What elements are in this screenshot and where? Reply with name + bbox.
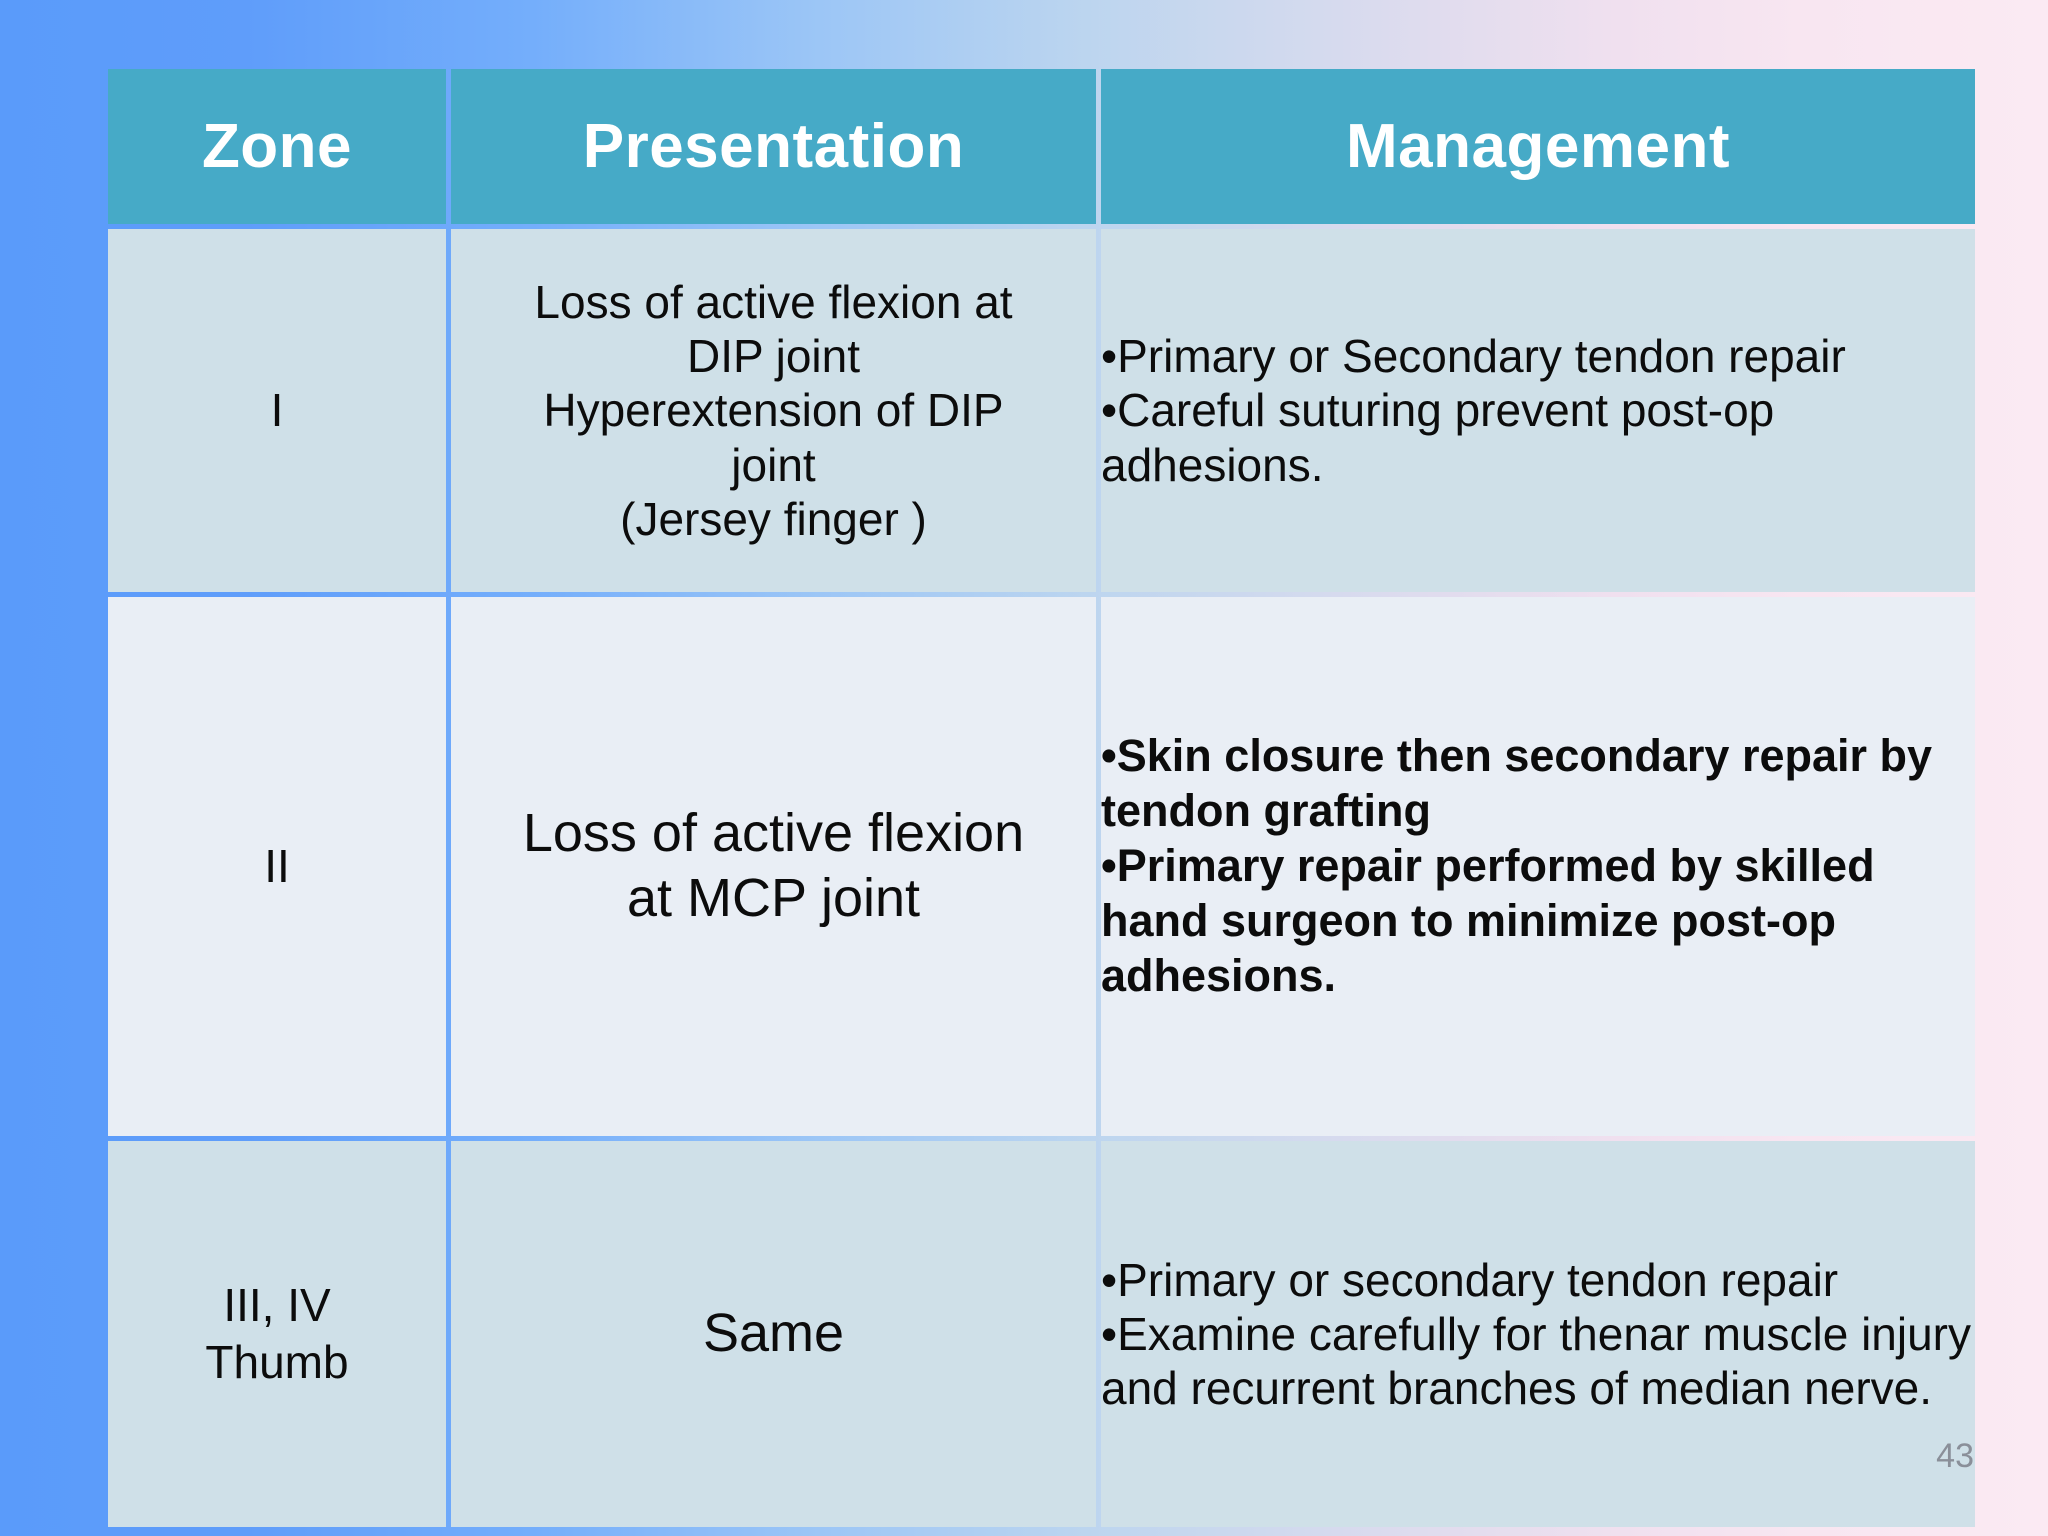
table-header-row: Zone Presentation Management <box>108 69 1975 224</box>
management-bullet: •Careful suturing prevent post-op adhesi… <box>1101 384 1775 491</box>
cell-presentation: Same <box>451 1141 1096 1527</box>
presentation-line: Same <box>702 1303 845 1364</box>
cell-presentation: Loss of active flexion at MCP joint <box>451 596 1096 1137</box>
presentation-line: DIP joint <box>686 330 861 383</box>
zone-management-table: Zone Presentation Management I Loss of a… <box>103 64 1980 1532</box>
table-header: Zone Presentation Management <box>108 69 1975 224</box>
presentation-line: joint <box>731 438 816 491</box>
table-row: III, IV Thumb Same •Primary or secondary… <box>108 1141 1975 1527</box>
management-bullet: •Primary or secondary tendon repair <box>1101 1253 1839 1306</box>
table-body: I Loss of active flexion at DIP joint Hy… <box>108 229 1975 1527</box>
zone-line: III, IV <box>223 1278 331 1331</box>
cell-zone: I <box>108 229 446 592</box>
table-row: I Loss of active flexion at DIP joint Hy… <box>108 229 1975 592</box>
cell-zone: II <box>108 596 446 1137</box>
presentation-line: (Jersey finger ) <box>620 492 927 545</box>
table-row: II Loss of active flexion at MCP joint •… <box>108 596 1975 1137</box>
cell-management: •Skin closure then secondary repair by t… <box>1101 596 1975 1137</box>
management-bullet: •Primary repair performed by skilled han… <box>1101 840 1875 1001</box>
zone-table-container: Zone Presentation Management I Loss of a… <box>103 64 1975 1532</box>
column-header-management: Management <box>1101 69 1975 224</box>
presentation-line: Loss of active flexion at <box>534 275 1013 328</box>
column-header-presentation: Presentation <box>451 69 1096 224</box>
cell-zone: III, IV Thumb <box>108 1141 446 1527</box>
management-bullet: •Primary or Secondary tendon repair <box>1101 330 1846 383</box>
zone-line: Thumb <box>205 1336 349 1389</box>
cell-presentation: Loss of active flexion at DIP joint Hype… <box>451 229 1096 592</box>
presentation-line: Loss of active flexion <box>522 802 1025 863</box>
management-bullet: •Skin closure then secondary repair by t… <box>1101 730 1933 837</box>
presentation-line: Hyperextension of DIP <box>543 384 1004 437</box>
cell-management: •Primary or Secondary tendon repair •Car… <box>1101 229 1975 592</box>
management-bullet: •Examine carefully for thenar muscle inj… <box>1101 1307 1972 1415</box>
presentation-line: at MCP joint <box>626 868 921 929</box>
column-header-zone: Zone <box>108 69 446 224</box>
cell-management: •Primary or secondary tendon repair •Exa… <box>1101 1141 1975 1527</box>
